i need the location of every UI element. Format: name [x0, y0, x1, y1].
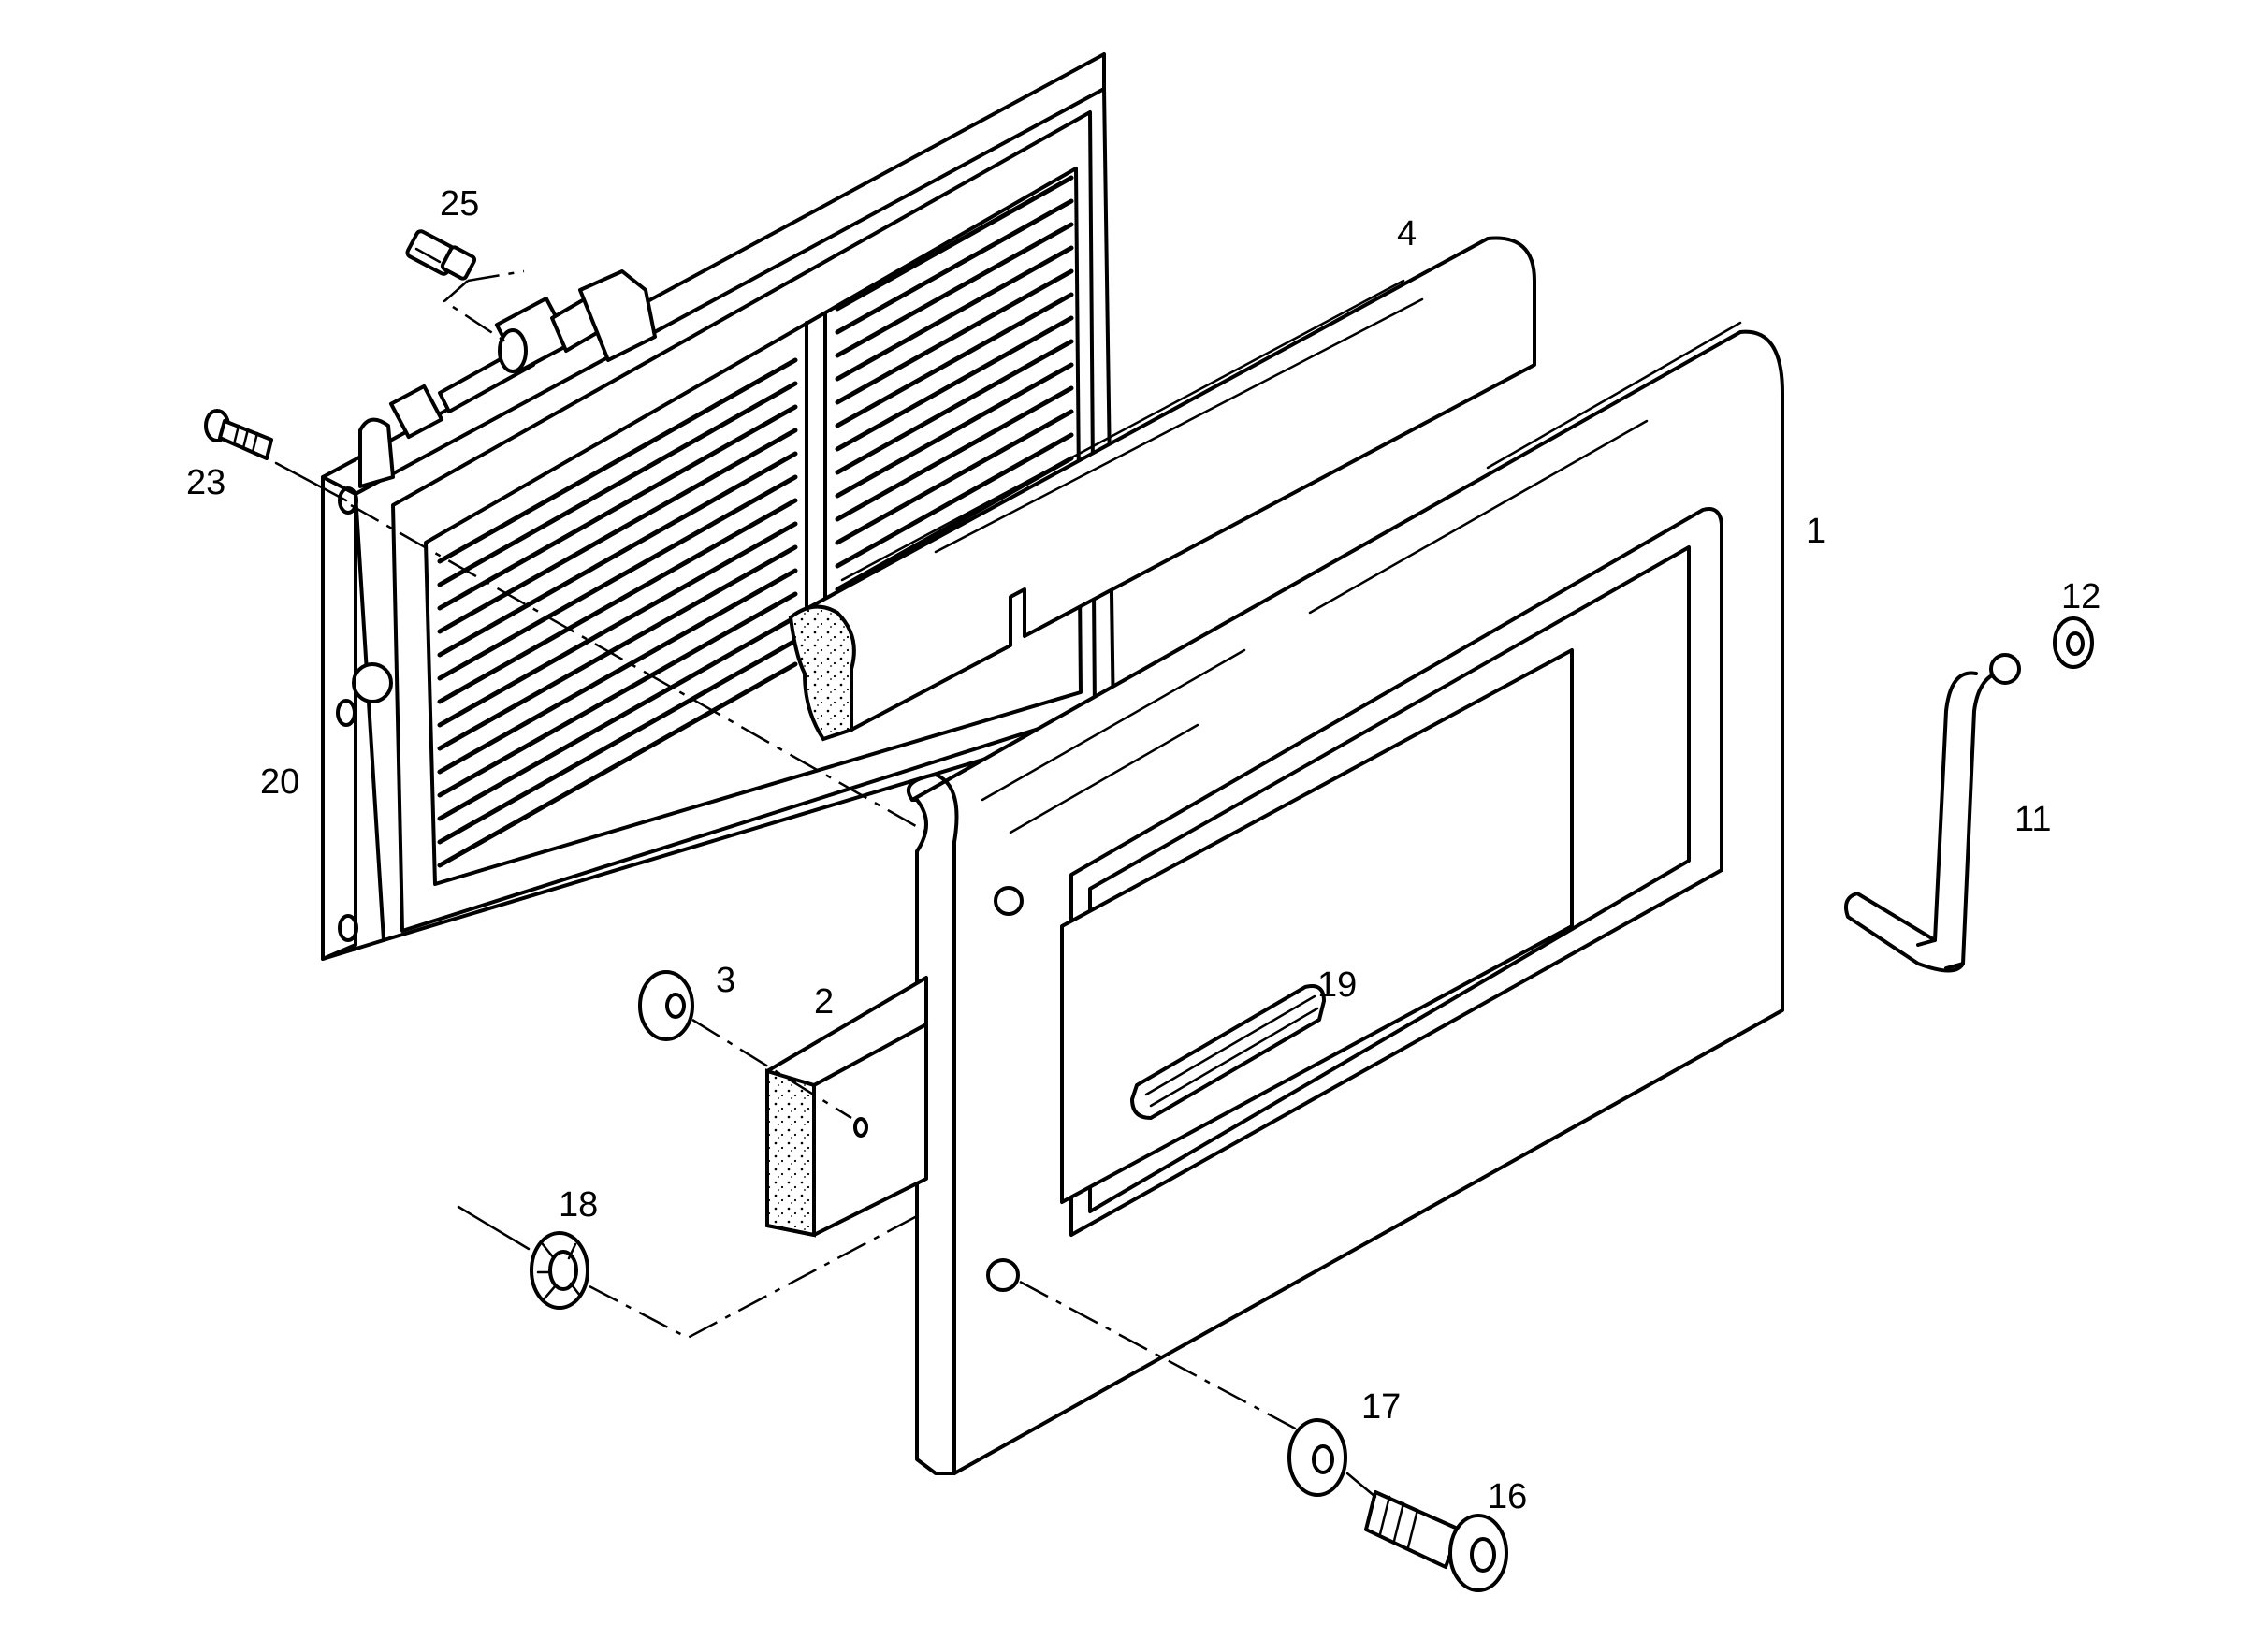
callout-3: 3 [716, 961, 735, 1000]
screw-part-23 [204, 409, 273, 460]
block-part-2 [765, 976, 928, 1238]
seal-strip-part-4 [788, 236, 1536, 742]
lock-washer-part-18 [530, 1231, 589, 1310]
callout-2: 2 [814, 982, 834, 1022]
clip-part-19 [1130, 984, 1326, 1120]
washer-part-3 [638, 970, 694, 1041]
callout-12: 12 [2061, 577, 2101, 616]
fitting-part-25 [405, 229, 477, 281]
callout-20: 20 [260, 762, 299, 802]
nut-part-12 [2053, 616, 2094, 669]
grille [424, 167, 1083, 886]
callout-23: 23 [186, 463, 225, 502]
callout-25: 25 [440, 184, 479, 224]
callout-19: 19 [1317, 965, 1357, 1005]
callout-labels: 1 2 3 4 11 12 16 17 18 19 20 23 25 [186, 184, 2101, 1516]
handle-rod-part-11 [1844, 653, 2021, 973]
callout-11: 11 [2014, 800, 2051, 839]
inner-panel-part-20 [321, 52, 1115, 961]
callout-18: 18 [559, 1185, 598, 1225]
callout-1: 1 [1806, 512, 1825, 551]
hinge-mechanism [358, 269, 657, 488]
callout-17: 17 [1361, 1387, 1401, 1427]
washer-part-17 [1287, 1418, 1347, 1497]
callout-16: 16 [1488, 1477, 1527, 1516]
callout-4: 4 [1397, 214, 1417, 254]
bolt-part-16 [1364, 1490, 1508, 1592]
